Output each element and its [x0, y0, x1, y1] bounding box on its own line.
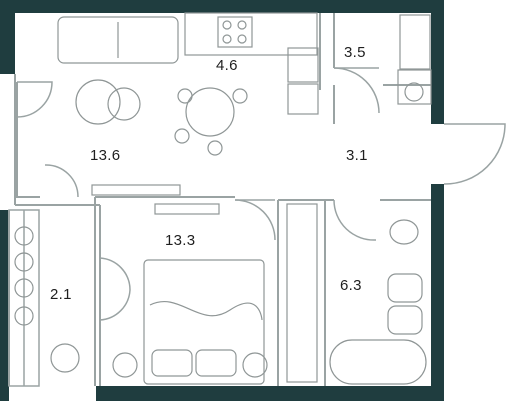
storage-shelf: [399, 14, 431, 70]
wall-bottom: [96, 386, 444, 401]
tv-stand: [91, 184, 181, 196]
room-area-living: 13.6: [90, 147, 121, 164]
wall-right-upper: [431, 0, 444, 124]
wall-top: [13, 0, 433, 13]
door-bathroom: [333, 199, 377, 241]
room-area-kitchen: 4.6: [216, 57, 238, 74]
door-bedroom: [234, 199, 276, 241]
shower-rack: [286, 203, 318, 383]
room-area-bedroom: 13.3: [165, 232, 196, 249]
toilet: [387, 273, 423, 303]
bed: [143, 259, 265, 385]
door-entrance: [443, 123, 506, 185]
outer-walls: [0, 0, 444, 401]
room-area-storage: 3.5: [344, 44, 366, 61]
door-storage: [333, 67, 380, 114]
balcony-window: [8, 209, 40, 387]
bathtub: [329, 339, 427, 385]
room-area-balcony: 2.1: [50, 286, 72, 303]
kitchen-counter: [184, 12, 318, 56]
washbasin-icon: [389, 219, 419, 245]
inner-walls: [8, 13, 431, 386]
wardrobe: [154, 203, 220, 215]
round-table: [185, 87, 235, 137]
room-area-bathroom: 6.3: [340, 277, 362, 294]
furniture: [57, 12, 432, 385]
door-living: [16, 81, 53, 118]
stove-icon: [217, 16, 253, 48]
balcony-plants: [14, 226, 80, 373]
fridge-icon: [287, 83, 319, 115]
wall-left-upper: [0, 0, 15, 74]
door-balcony-lower: [99, 289, 131, 321]
door-balcony-upper: [99, 257, 131, 291]
sink-icon: [287, 47, 319, 83]
sofa: [57, 16, 179, 64]
doors: [16, 67, 506, 321]
ottoman-icon: [75, 79, 121, 125]
door-balcony-left: [44, 164, 79, 198]
nightstand-icon: [112, 352, 138, 378]
wall-right-lower: [431, 184, 444, 401]
room-area-hall: 3.1: [346, 147, 368, 164]
washing-machine: [397, 69, 432, 105]
wall-left-lower: [0, 210, 9, 401]
